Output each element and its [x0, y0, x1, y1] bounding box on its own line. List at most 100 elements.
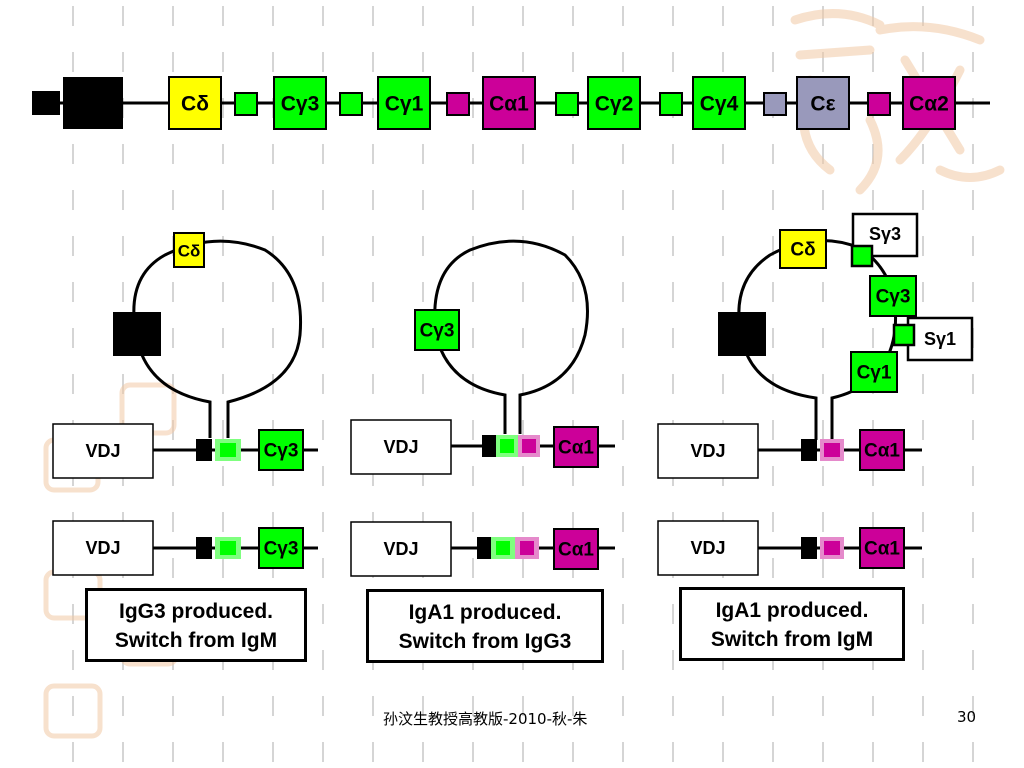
panel-1-vdj-a-label: VDJ [85, 441, 120, 461]
panel-1-switch-gamma-b [220, 541, 236, 555]
switch-region-calpha1 [446, 92, 470, 116]
panel-1-loop-gene-cdelta: Cδ [173, 232, 205, 268]
panel-3-vdj-a-label: VDJ [690, 441, 725, 461]
panel-3-switch-mu-b [801, 537, 817, 559]
gene-cgamma4-label: Cγ4 [700, 93, 739, 116]
panel-3-vdj-a-box [657, 423, 759, 479]
panel-1-switch-mu-a [196, 439, 212, 461]
switch-region-calpha2 [867, 92, 891, 116]
panel-3-loop-c-mu-block [718, 312, 766, 356]
panel-2-loop-gene-cgamma3: Cγ3 [414, 309, 460, 351]
panel-3-vdj-b-label: VDJ [690, 538, 725, 558]
gene-calpha1: Cα1 [482, 76, 536, 130]
gene-cgamma3-label: Cγ3 [281, 93, 320, 116]
panel-3-loop-gene-cgamma1-label: Cγ1 [857, 363, 892, 384]
panel-3-loop-gene-cdelta-label: Cδ [790, 240, 815, 261]
panel-1-loop-gene-cdelta-label: Cδ [178, 242, 201, 261]
panel-3-gene-a-calpha1: Cα1 [859, 429, 905, 471]
panel-1-switch-gamma-a [220, 443, 236, 457]
panel-2-loop-gene-cgamma3-label: Cγ3 [420, 321, 455, 342]
page-number: 30 [957, 708, 977, 726]
panel-2-gene-a-calpha1: Cα1 [553, 426, 599, 468]
panel-2-vdj-b: VDJ [350, 521, 452, 577]
gene-cgamma4-box [692, 76, 746, 130]
gene-cgamma2-box [587, 76, 641, 130]
gene-cgamma3: Cγ3 [273, 76, 327, 130]
panel-3-loop-gene-cdelta: Cδ [779, 229, 827, 269]
v-region-small-block [32, 91, 60, 115]
gene-cgamma2: Cγ2 [587, 76, 641, 130]
panel-1-loop-c-mu-block [113, 312, 161, 356]
footer-text: 孙汶生教授高教版-2010-秋-朱 [383, 710, 588, 728]
gene-cdelta: Cδ [168, 76, 222, 130]
gene-cepsilon-box [796, 76, 850, 130]
panel-1-gene-a-cgamma3-label: Cγ3 [264, 441, 299, 462]
gene-cgamma1-box [377, 76, 431, 130]
panel-1-vdj-b-label: VDJ [85, 538, 120, 558]
gene-calpha1-label: Cα1 [489, 93, 529, 116]
panel-3-loop-gene-cdelta-box [779, 229, 827, 269]
gene-calpha2-box [902, 76, 956, 130]
panel-3-gene-b-calpha1-box [859, 527, 905, 569]
gene-cdelta-box [168, 76, 222, 130]
caption-panel-1-line-1: IgG3 produced. [118, 600, 273, 623]
panel-1-gene-a-cgamma3: Cγ3 [258, 429, 304, 471]
switch-region-cepsilon [763, 92, 787, 116]
panel-1-gene-b-cgamma3: Cγ3 [258, 527, 304, 569]
switch-region-cgamma1 [339, 92, 363, 116]
caption-panel-1-line-2: Switch from IgM [114, 629, 278, 652]
panel-3-gene-a-calpha1-box [859, 429, 905, 471]
panel-3-switch-label-box-1 [851, 212, 919, 258]
panel-2-switch-alpha-a [522, 439, 536, 453]
panel-2-vdj-b-box [350, 521, 452, 577]
panel-2-gene-a-calpha1-label: Cα1 [558, 438, 594, 459]
caption-panel-2: IgA1 produced. Switch from IgG3 [366, 589, 604, 663]
panel-1-vdj-b: VDJ [52, 520, 154, 576]
gene-cepsilon: Cε [796, 76, 850, 130]
panel-2-gene-b-calpha1: Cα1 [553, 528, 599, 570]
gene-cgamma1: Cγ1 [377, 76, 431, 130]
panel-2-switch-gamma-a [500, 439, 514, 453]
gene-calpha2: Cα2 [902, 76, 956, 130]
panel-3-switch-alpha-b [824, 541, 840, 555]
panel-3-loop-gene-cgamma1: Cγ1 [850, 351, 898, 393]
c-mu-block [63, 77, 123, 129]
gene-cgamma3-box [273, 76, 327, 130]
panel-3-vdj-b: VDJ [657, 520, 759, 576]
panel-2-vdj-a: VDJ [350, 419, 452, 475]
caption-panel-2-line-2: Switch from IgG3 [398, 630, 572, 653]
gene-cgamma2-label: Cγ2 [595, 93, 634, 116]
panel-3-loop-gene-cgamma3-box [869, 275, 917, 317]
panel-1-vdj-b-box [52, 520, 154, 576]
panel-2-switch-gamma-b [496, 541, 510, 555]
panel-2-gene-b-calpha1-box [553, 528, 599, 570]
panel-3-switch-alpha-a [824, 443, 840, 457]
panel-1-excised-loop [132, 239, 303, 438]
panel-3-vdj-a: VDJ [657, 423, 759, 479]
gene-calpha2-label: Cα2 [909, 93, 949, 116]
gene-calpha1-box [482, 76, 536, 130]
panel-2-vdj-b-label: VDJ [383, 539, 418, 559]
panel-2-loop-gene-cgamma3-box [414, 309, 460, 351]
panel-1-vdj-a: VDJ [52, 423, 154, 479]
panel-3-switch-region-gamma3 [850, 244, 874, 268]
panel-2-vdj-a-box [350, 419, 452, 475]
panel-1-switch-mu-b [196, 537, 212, 559]
caption-panel-3-line-2: Switch from IgM [710, 628, 874, 651]
gene-cepsilon-label: Cε [810, 93, 835, 116]
caption-panel-3-line-1: IgA1 produced. [715, 599, 869, 622]
panel-2-excised-loop [433, 239, 589, 434]
panel-3-switch-mu-a [801, 439, 817, 461]
panel-1-loop-gene-cdelta-box [173, 232, 205, 268]
panel-3-loop-gene-cgamma3: Cγ3 [869, 275, 917, 317]
gene-cgamma4: Cγ4 [692, 76, 746, 130]
gene-cdelta-label: Cδ [181, 93, 209, 116]
panel-2-switch-mu-b [477, 537, 491, 559]
switch-region-cgamma3 [234, 92, 258, 116]
panel-2-gene-a-calpha1-box [553, 426, 599, 468]
caption-panel-3: IgA1 produced. Switch from IgM [679, 587, 905, 661]
